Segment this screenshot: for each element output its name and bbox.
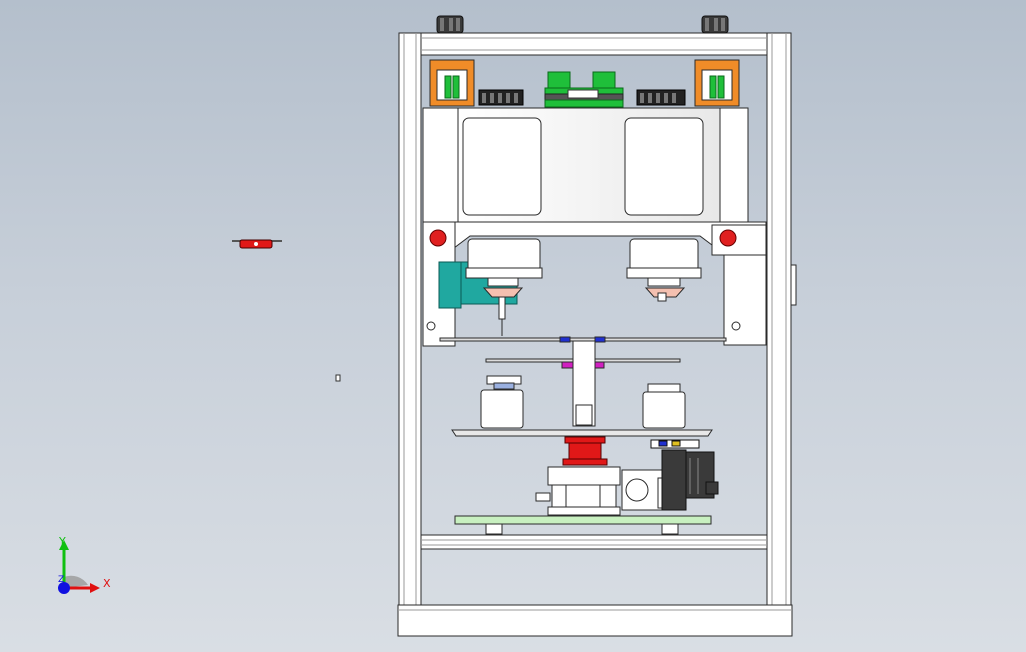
- frame-left-column: [398, 32, 422, 606]
- base-plate: [454, 515, 712, 535]
- x-axis-label: X: [103, 577, 111, 590]
- triad-rotation-disc: [64, 575, 88, 588]
- frame-lower-rail: [420, 534, 768, 550]
- spindle-head-left: [465, 238, 543, 336]
- drive-unit: [535, 466, 621, 516]
- frame: [397, 32, 797, 637]
- frame-top-rail: [420, 32, 768, 56]
- servo-motor: [650, 439, 719, 511]
- carriage-body: [422, 107, 767, 257]
- coordinate-triad[interactable]: Y X Z: [58, 535, 111, 594]
- spool-left: [480, 375, 524, 429]
- cable-gland-left: [436, 15, 464, 34]
- detached-marker: [335, 374, 341, 382]
- z-axis-label: Z: [58, 575, 64, 585]
- spindle-head-right: [626, 238, 702, 302]
- y-axis-label: Y: [58, 535, 66, 548]
- x-axis-head: [90, 583, 100, 593]
- z-axis-dot: [58, 582, 70, 594]
- turntable-plate: [451, 429, 713, 437]
- center-column: [572, 340, 596, 427]
- side-block-right: [711, 224, 767, 346]
- pulley-left: [478, 89, 524, 106]
- side-tab: [790, 264, 797, 306]
- frame-right-column: [766, 32, 792, 606]
- detached-part: [232, 239, 282, 249]
- spool-right: [642, 383, 686, 429]
- cable-gland-right: [701, 15, 729, 34]
- orange-bracket-right: [694, 59, 740, 107]
- red-spool: [562, 436, 608, 466]
- pulley-right: [636, 89, 686, 106]
- y-axis-head: [59, 540, 69, 550]
- orange-bracket-left: [429, 59, 475, 107]
- center-gear-assembly: [544, 71, 624, 108]
